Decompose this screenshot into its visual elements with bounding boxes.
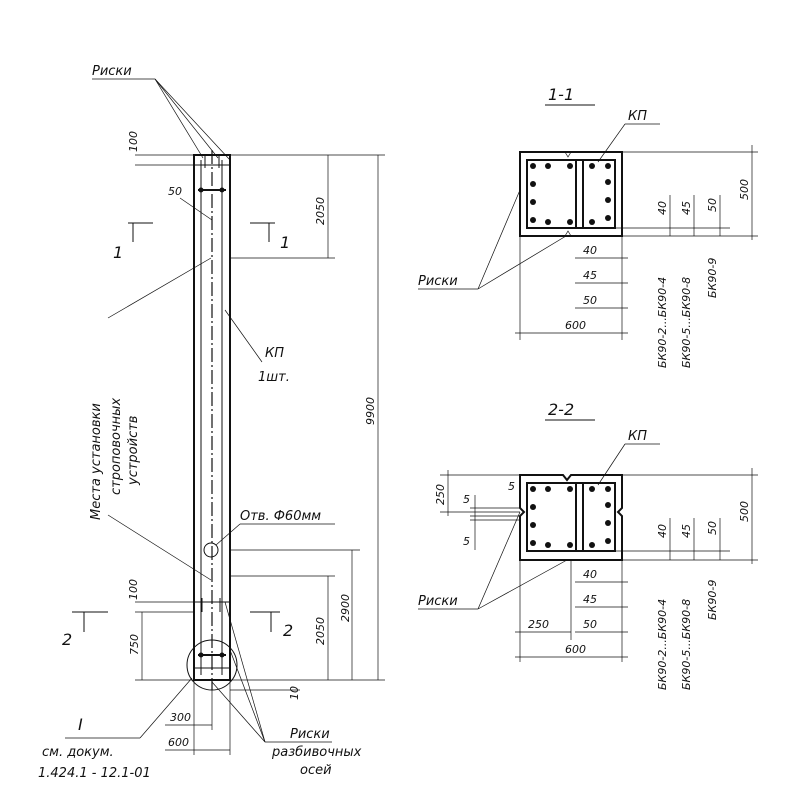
dim-2900: 2900 [339, 594, 352, 622]
s1-dim-45v: 45 [680, 201, 693, 215]
hole-60mm [203, 542, 219, 558]
s2-mark-3: БК90-9 [706, 580, 719, 620]
s2-dim-40: 40 [583, 568, 597, 581]
s2-dim-50: 50 [583, 618, 597, 631]
dim-600: 600 [168, 736, 189, 749]
node-ref: I [78, 715, 83, 734]
section-2-outline [519, 474, 623, 561]
bottom-bar-right [219, 652, 225, 658]
leader-riski-top-1 [154, 78, 204, 159]
section-2-kp-leader [597, 443, 626, 486]
section-2-riski: Риски [418, 594, 458, 609]
section-1-right: 1 [280, 233, 290, 252]
s2-dim-600: 600 [565, 643, 586, 656]
bottom-bar-left [198, 652, 204, 658]
section-1-riski: Риски [418, 274, 458, 289]
label-osey: осей [300, 763, 332, 778]
dim-bottom-100: 100 [127, 579, 140, 600]
section-1-1: 1-1 КП Риски [418, 85, 758, 368]
s2-dim-5a: 5 [508, 480, 515, 493]
leader-riski-right-1 [211, 681, 266, 743]
node-ref-leader [139, 677, 193, 739]
label-kp: КП [265, 346, 284, 361]
s2-mark-2: БК90-5...БК90-8 [680, 599, 693, 690]
section-1-kp: КП [628, 109, 647, 124]
section-2-2: 2-2 КП 250 5 [418, 400, 758, 690]
dim-2050-b: 2050 [314, 617, 327, 645]
section-1-bars [530, 163, 611, 225]
top-bar-left [198, 187, 204, 193]
label-hole: Отв. Ф60мм [240, 509, 321, 524]
leader-50 [179, 197, 213, 221]
leader-riski-right-2 [224, 601, 266, 743]
section-2-title: 2-2 [548, 400, 574, 419]
s2-dim-50v: 50 [706, 521, 719, 535]
label-riski-top: Риски [92, 64, 132, 79]
top-bar-right [219, 187, 225, 193]
section-2-kp: КП [628, 429, 647, 444]
ref-line-1: см. докум. [42, 745, 114, 760]
dim-750: 750 [128, 634, 141, 655]
s1-dim-40v: 40 [656, 201, 669, 215]
dim-300: 300 [170, 711, 191, 724]
label-mounting-1: Места установки [89, 403, 104, 520]
s2-dim-45: 45 [583, 593, 597, 606]
section-2-left: 2 [62, 630, 72, 649]
section-1-riska-top [564, 151, 572, 158]
label-mounting-3: устройств [126, 416, 141, 486]
dim-10: 10 [288, 686, 301, 700]
s1-dim-50: 50 [583, 294, 597, 307]
section-2-right: 2 [283, 621, 293, 640]
label-riski-right: Риски [290, 727, 330, 742]
dim-50: 50 [168, 185, 182, 198]
s2-dim-5c: 5 [463, 535, 470, 548]
dim-2050: 2050 [314, 197, 327, 225]
s1-mark-1: БК90-2...БК90-4 [656, 277, 669, 368]
leader-mounting-bottom [107, 514, 212, 581]
section-2-bars [530, 486, 611, 548]
section-2-cage [526, 482, 616, 552]
section-1-riska-bottom [564, 230, 572, 237]
ref-line-2: 1.424.1 - 12.1-01 [38, 766, 151, 781]
s2-dim-40v: 40 [656, 524, 669, 538]
section-1-title: 1-1 [548, 85, 574, 104]
s1-dim-500: 500 [738, 179, 751, 200]
s1-mark-3: БК90-9 [706, 258, 719, 298]
section-2-riski-leader-1 [477, 511, 521, 610]
s2-dim-250: 250 [528, 618, 549, 631]
s1-dim-40: 40 [583, 244, 597, 257]
s2-dim-250v: 250 [434, 484, 447, 505]
section-1-cage [526, 159, 616, 229]
leader-mounting-top [107, 257, 212, 319]
leader-kp [224, 309, 263, 363]
section-1-kp-leader [597, 123, 626, 163]
leader-riski-top-2 [154, 78, 219, 159]
s2-dim-45v: 45 [680, 524, 693, 538]
label-razbivochnykh: разбивочных [271, 745, 362, 760]
leader-hole [215, 523, 241, 546]
s2-dim-500: 500 [738, 501, 751, 522]
section-2-riski-leader-2 [477, 559, 568, 610]
s1-dim-45: 45 [583, 269, 597, 282]
label-mounting-2: строповочных [109, 398, 124, 495]
s2-dim-5b: 5 [463, 493, 470, 506]
s2-mark-1: БК90-2...БК90-4 [656, 599, 669, 690]
section-1-riski-leader-2 [477, 235, 567, 290]
leader-riski-right-3 [229, 649, 266, 743]
s1-mark-2: БК90-5...БК90-8 [680, 277, 693, 368]
column-elevation: Риски 100 50 2050 9900 1 1 КП 1шт. Места… [38, 64, 385, 781]
section-1-left: 1 [113, 243, 123, 262]
s1-dim-600: 600 [565, 319, 586, 332]
leader-riski-top-3 [154, 78, 231, 161]
label-kp-qty: 1шт. [258, 370, 290, 385]
dim-top-100: 100 [127, 131, 140, 152]
dim-9900: 9900 [364, 397, 377, 425]
s1-dim-50v: 50 [706, 198, 719, 212]
section-1-riski-leader-1 [477, 189, 521, 290]
